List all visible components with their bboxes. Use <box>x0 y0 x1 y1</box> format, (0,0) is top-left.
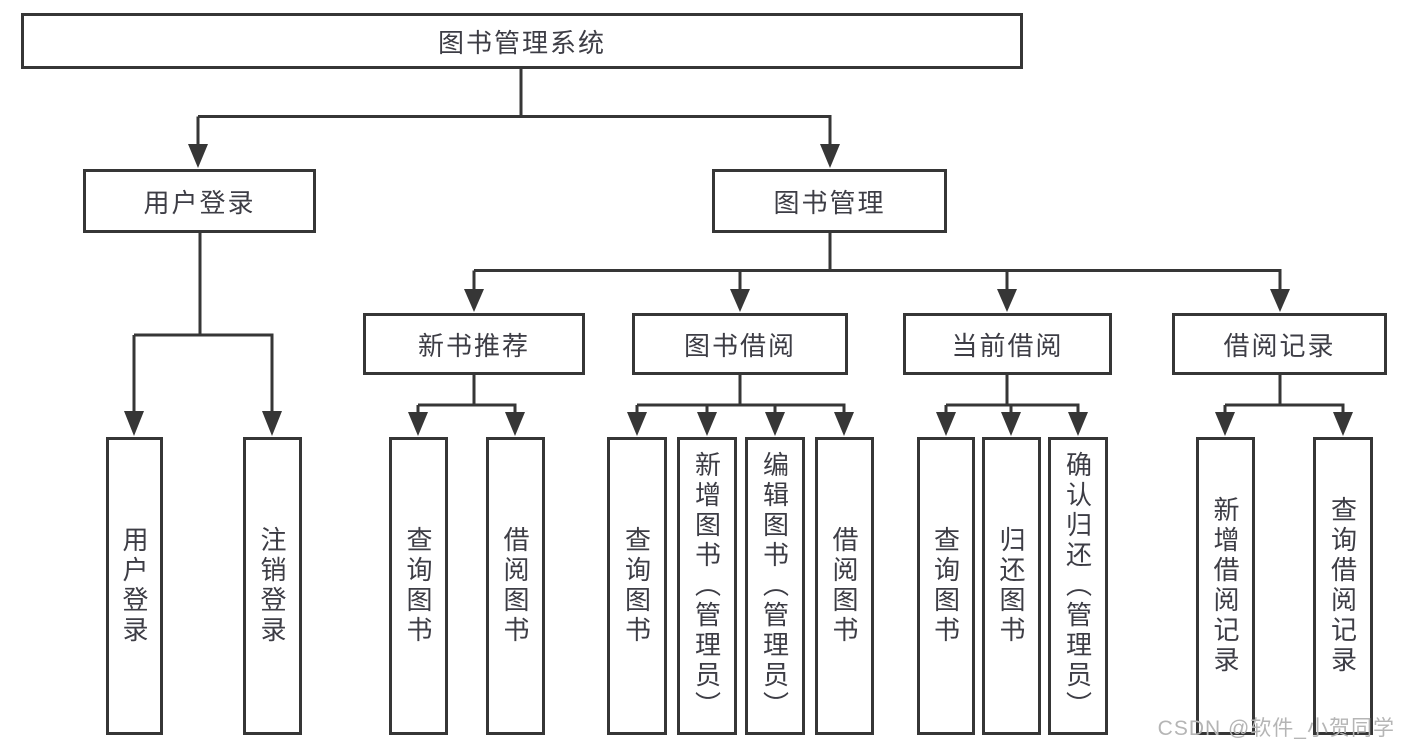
leaf-borrow-books: 借阅图书 <box>815 437 874 735</box>
leaf-edit-book-admin: 编辑图书（管理员） <box>745 437 805 735</box>
leaf-query-books-recommend: 查询图书 <box>389 437 448 735</box>
node-current-borrow: 当前借阅 <box>903 313 1112 375</box>
leaf-query-books-current: 查询图书 <box>917 437 975 735</box>
node-book-management: 图书管理 <box>712 169 947 233</box>
node-library-system: 图书管理系统 <box>21 13 1023 69</box>
node-user-login: 用户登录 <box>83 169 316 233</box>
leaf-query-books-borrow: 查询图书 <box>607 437 667 735</box>
node-new-book-recommend: 新书推荐 <box>363 313 585 375</box>
leaf-logout: 注销登录 <box>243 437 302 735</box>
node-borrow-records: 借阅记录 <box>1172 313 1387 375</box>
leaf-return-book: 归还图书 <box>982 437 1041 735</box>
leaf-confirm-return-admin: 确认归还（管理员） <box>1048 437 1108 735</box>
leaf-add-book-admin: 新增图书（管理员） <box>677 437 737 735</box>
leaf-borrow-books-recommend: 借阅图书 <box>486 437 545 735</box>
leaf-query-borrow-record: 查询借阅记录 <box>1313 437 1373 735</box>
node-book-borrow: 图书借阅 <box>632 313 848 375</box>
leaf-user-login: 用户登录 <box>106 437 163 735</box>
csdn-watermark: CSDN @软件_小贺同学 <box>1157 717 1395 740</box>
leaf-add-borrow-record: 新增借阅记录 <box>1196 437 1255 735</box>
